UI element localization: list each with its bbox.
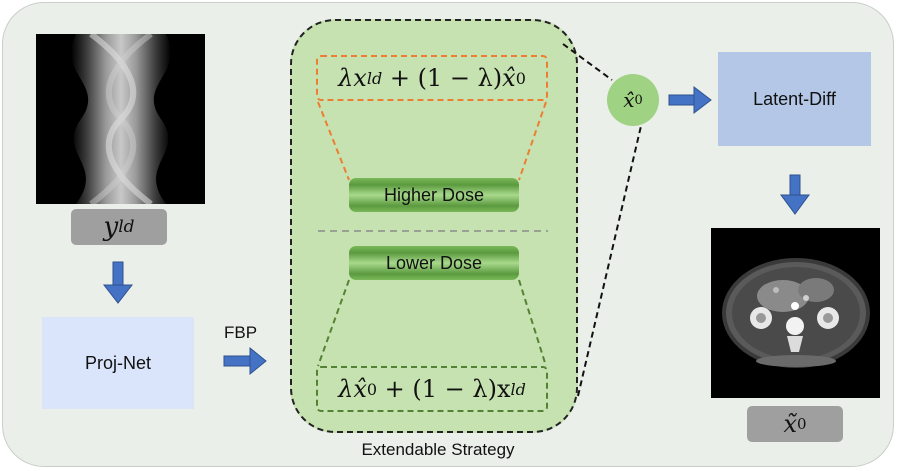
formula-bottom-term-a: λ: [338, 375, 354, 403]
x-hat-hat-subscript: 0: [634, 92, 643, 108]
formula-top-sub-a: ld: [366, 68, 383, 88]
formula-top-term-a: λx: [338, 64, 367, 92]
x-tilde-label: x̃0: [747, 406, 843, 442]
formula-bottom-term-c: + (1 − λ)x: [377, 375, 511, 403]
lower-dose-label: Lower Dose: [385, 252, 483, 273]
higher-dose-button: Higher Dose: [349, 178, 519, 212]
extendable-strategy-region: [290, 19, 578, 433]
x-tilde-symbol: x̃: [783, 410, 797, 438]
fbp-label: FBP: [224, 323, 258, 342]
formula-bottom-sub-b: 0: [366, 379, 378, 399]
formula-top-term-b: + (1 − λ): [382, 64, 503, 92]
proj-net-label: Proj-Net: [84, 352, 151, 373]
formula-bottom-term-b: x̂: [353, 375, 367, 403]
lower-dose-button: Lower Dose: [349, 246, 519, 280]
x-hat-hat-node: x̂̂0: [607, 74, 659, 126]
latent-diff-label: Latent-Diff: [753, 88, 836, 109]
latent-diff-box: Latent-Diff: [718, 52, 871, 146]
ct-image: [711, 228, 880, 398]
formula-top-term-c: x̂: [502, 64, 516, 92]
formula-top-sub-c: 0: [515, 68, 526, 88]
y-ld-subscript: ld: [118, 217, 135, 237]
arrow-to-latent-diff: [668, 85, 712, 115]
arrow-down-to-projnet: [102, 261, 134, 304]
arrow-fbp-right: [223, 346, 267, 376]
y-ld-symbol: y: [103, 212, 119, 242]
x-tilde-subscript: 0: [797, 415, 807, 433]
sinogram-image: [36, 34, 205, 204]
arrow-down-to-ct: [780, 174, 810, 215]
higher-dose-label: Higher Dose: [383, 184, 485, 205]
extendable-strategy-caption: Extendable Strategy: [361, 440, 515, 459]
proj-net-box: Proj-Net: [42, 317, 194, 409]
x-hat-hat-symbol: x̂̂: [623, 88, 635, 112]
formula-bottom-sub-c: ld: [510, 379, 526, 399]
